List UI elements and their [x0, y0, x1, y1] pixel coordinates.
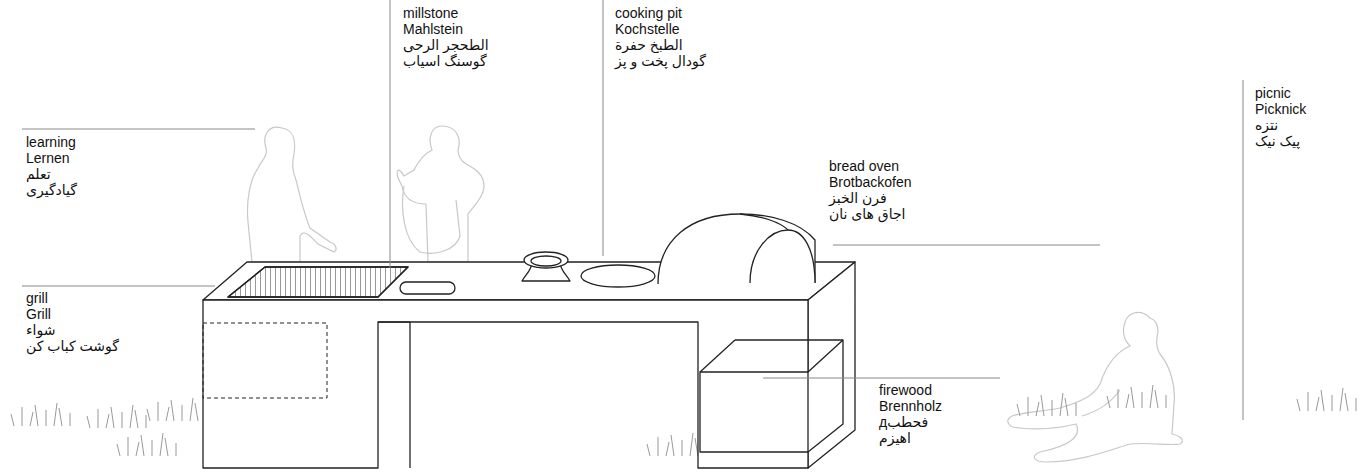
grass-blade: [658, 437, 659, 456]
callout-label: گوشت کباب کن: [24, 338, 121, 354]
grass-blade: [647, 444, 650, 456]
grass-blade: [1017, 404, 1020, 416]
grass-blade: [1340, 388, 1343, 411]
grass-blade: [1041, 395, 1044, 416]
grass-blade: [111, 407, 114, 428]
grass-blade: [30, 412, 33, 426]
grass-blade: [152, 440, 153, 456]
grass-blade: [1076, 403, 1077, 416]
grass-blade: [176, 443, 177, 456]
grass-blade: [35, 405, 38, 426]
grass-blade: [146, 415, 147, 428]
callout-label: Lernen: [24, 150, 72, 166]
grass-blade: [117, 444, 120, 456]
callout-label: گودال پخت و پز: [613, 53, 708, 69]
grass-blade: [1166, 395, 1167, 408]
grass-blade: [166, 407, 169, 421]
callout-label: گیادگیری: [24, 182, 79, 198]
grass-blade: [195, 403, 198, 421]
grass-blade: [70, 413, 71, 426]
grass-blade: [1155, 390, 1158, 408]
grass-blade: [1297, 399, 1300, 411]
callout-label: الطحجر الرحى: [401, 37, 491, 53]
callout-label: bread oven: [827, 158, 901, 174]
grass-blade: [22, 407, 23, 426]
callout-label: Brotbackofen: [827, 174, 914, 190]
grass-blade: [122, 412, 123, 428]
grass-blade: [147, 409, 150, 421]
callout-label: پیک نیک: [1253, 133, 1302, 149]
grass-blade: [1345, 393, 1348, 411]
grass-blade: [1150, 385, 1153, 408]
grass-blade: [46, 410, 47, 426]
grass-blade: [59, 408, 62, 426]
grass-blade: [666, 442, 669, 456]
grass-blade: [141, 435, 144, 456]
grass-blade: [1131, 387, 1134, 408]
callout-label: Mahlstein: [401, 21, 465, 37]
callout-label: millstone: [401, 5, 460, 21]
grass-blade: [98, 409, 99, 428]
grass-blade: [135, 410, 138, 428]
grass-blade: [1321, 390, 1324, 411]
callout-label: picnic: [1253, 85, 1293, 101]
grass-blade: [54, 403, 57, 426]
grass-blade: [171, 400, 174, 421]
grass-blade: [106, 414, 109, 428]
callout-label: Kochstelle: [613, 21, 682, 37]
kitchen-counter: [203, 214, 855, 468]
grass-blade: [182, 405, 183, 421]
grass-blade: [1052, 400, 1053, 416]
callout-label: الطبخ حفرة: [613, 37, 685, 53]
grass-blade: [1356, 398, 1357, 411]
callout-label: Brennholz: [877, 398, 944, 414]
callout-label: فرن الخبز: [827, 190, 889, 206]
callout-label: تعلم: [24, 166, 53, 182]
callout-label: firewood: [877, 382, 934, 398]
grass-blade: [136, 442, 139, 456]
grass-blade: [160, 433, 163, 456]
grass-blade: [671, 435, 674, 456]
callout-label: شواء: [24, 322, 57, 338]
grass-blade: [1316, 397, 1319, 411]
callout-label: نتزه: [1253, 117, 1280, 133]
callout-label: گوسنگ اسیاب: [401, 53, 489, 69]
grass-blade: [690, 433, 693, 456]
grass-blade: [11, 414, 14, 426]
grass-blade: [1107, 396, 1110, 408]
callout-label: اهیزم: [877, 430, 913, 446]
callout-label: Picknick: [1253, 101, 1308, 117]
callout-label: فحطبд: [877, 414, 930, 430]
grass-blade: [165, 438, 168, 456]
grass-blade: [158, 402, 159, 421]
grass-blade: [1036, 402, 1039, 416]
callout-label: learning: [24, 134, 78, 150]
callout-label: grill: [24, 290, 50, 306]
leader-lines: [22, 0, 1243, 420]
grass-blade: [682, 440, 683, 456]
grass-blade: [1065, 398, 1068, 416]
callout-label: cooking pit: [613, 5, 684, 21]
grass-blade: [190, 398, 193, 421]
callout-label: اجاق های نان: [827, 206, 908, 222]
callout-label: Grill: [24, 306, 53, 322]
grass-blade: [1118, 389, 1119, 408]
grass-blade: [130, 405, 133, 428]
grass-blade: [1142, 392, 1143, 408]
grass-blade: [1308, 392, 1309, 411]
grass-blade: [87, 416, 90, 428]
grass-blade: [128, 437, 129, 456]
grass-blade: [1126, 394, 1129, 408]
grass-blade: [1060, 393, 1063, 416]
grass-blade: [1332, 395, 1333, 411]
grass-blade: [1028, 397, 1029, 416]
